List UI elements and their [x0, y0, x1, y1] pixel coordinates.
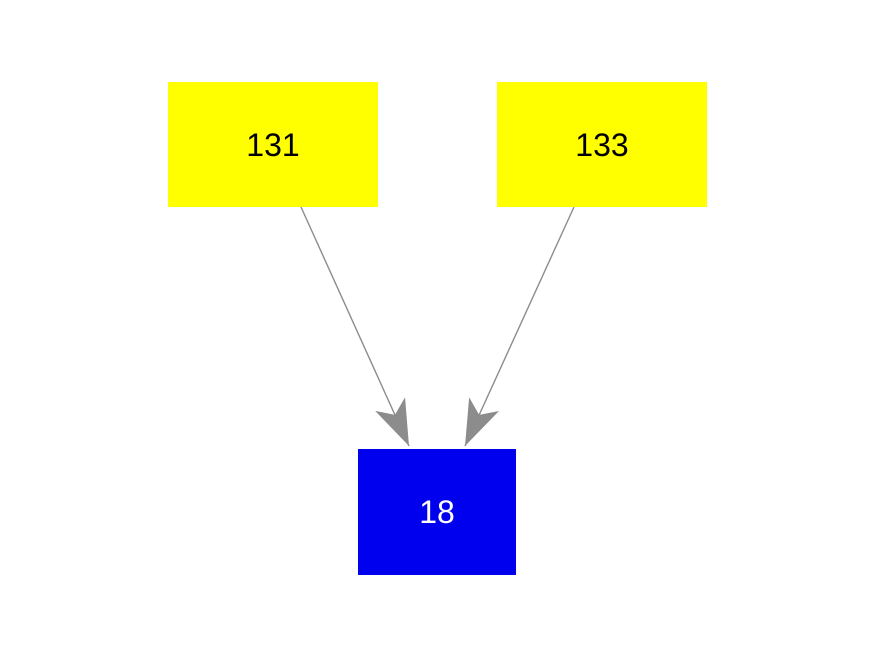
- edge-133-to-18: [464, 206, 575, 447]
- node-18[interactable]: 18: [358, 449, 516, 575]
- node-label: 133: [575, 126, 629, 163]
- node-label: 131: [246, 126, 300, 163]
- node-131[interactable]: 131: [168, 82, 378, 207]
- node-label: 18: [419, 494, 455, 530]
- node-133[interactable]: 133: [497, 82, 707, 207]
- edge-131-to-18: [300, 206, 410, 447]
